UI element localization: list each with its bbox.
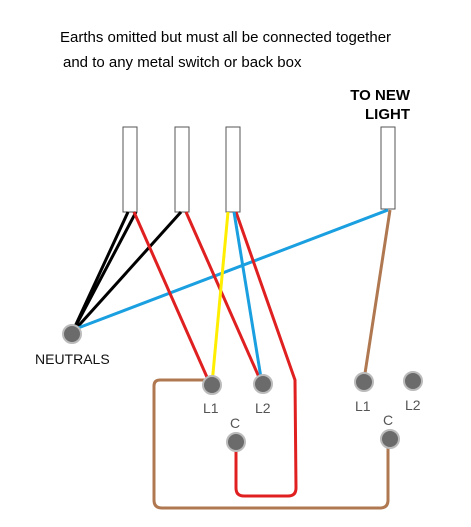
cable-sheath-3	[225, 126, 241, 213]
blue-wire-neutral-to-light	[77, 208, 389, 330]
left-l1-label: L1	[203, 400, 219, 416]
right-c-terminal	[380, 429, 400, 449]
red-wire-cable1-to-left-l1	[132, 211, 212, 385]
black-wire-3	[70, 211, 138, 334]
cable-sheath-1	[122, 126, 138, 213]
to-new-light-line-1: TO NEW	[350, 87, 410, 104]
cable-sheath-2	[174, 126, 190, 213]
blue-wire-to-left-l2	[232, 211, 264, 385]
to-new-light-line-2: LIGHT	[365, 106, 410, 123]
neutrals-label: NEUTRALS	[35, 351, 110, 367]
left-l2-terminal	[253, 374, 273, 394]
terminals	[62, 324, 423, 452]
cable-sheath-4	[380, 126, 396, 210]
earth-note-line-2: and to any metal switch or back box	[63, 54, 302, 71]
brown-wire-to-right-l1	[362, 209, 392, 381]
red-wire-cable3-loop-to-left-c	[234, 211, 298, 498]
black-wire-2	[70, 210, 183, 335]
cable-sheaths	[122, 126, 396, 213]
left-c-label: C	[230, 415, 240, 431]
neutral-terminal	[62, 324, 82, 344]
right-l2-terminal	[403, 371, 423, 391]
right-l1-terminal	[354, 372, 374, 392]
yellow-wire	[210, 211, 230, 385]
brown-strapper-wire	[152, 378, 390, 510]
earth-note-line-1: Earths omitted but must all be connected…	[60, 29, 392, 46]
right-l1-label: L1	[355, 398, 371, 414]
left-l1-terminal	[202, 375, 222, 395]
left-c-terminal	[226, 432, 246, 452]
to-new-light-label: TO NEW LIGHT	[330, 86, 410, 124]
left-l2-label: L2	[255, 400, 271, 416]
right-l2-label: L2	[405, 397, 421, 413]
red-wire-cable2-to-left-l2	[184, 211, 264, 385]
right-c-label: C	[383, 412, 393, 428]
